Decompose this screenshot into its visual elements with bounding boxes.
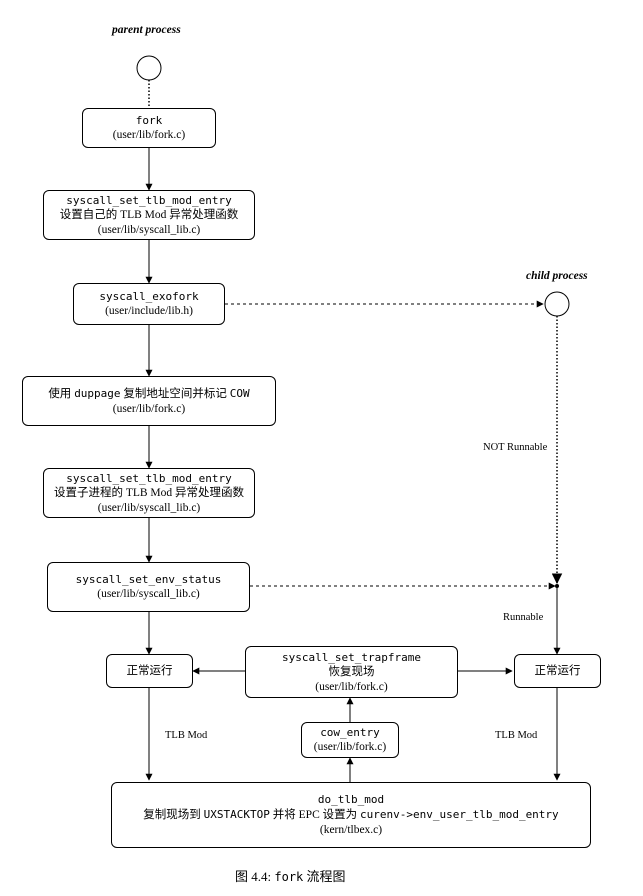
cow-entry-name: cow_entry [320,726,380,739]
duppage-desc-cow: COW [229,386,250,400]
duppage-box: 使用 duppage 复制地址空间并标记 COW (user/lib/fork.… [22,376,276,426]
do-tlb-mod-desc-uxstacktop: UXSTACKTOP [203,808,270,821]
tlb-mod-right-label: TLB Mod [495,730,538,741]
exofork-box: syscall_exofork (user/include/lib.h) [73,283,225,325]
do-tlb-mod-box: do_tlb_mod 复制现场到 UXSTACKTOP 并将 EPC 设置为 c… [111,782,591,848]
tlb-mod-left-label: TLB Mod [165,730,208,741]
run-left-box: 正常运行 [106,654,193,688]
run-left-label: 正常运行 [126,664,173,677]
set-tlb-child-box: syscall_set_tlb_mod_entry 设置子进程的 TLB Mod… [43,468,255,518]
caption-code: fork [274,870,304,884]
do-tlb-mod-desc-a: 复制现场到 [143,809,204,821]
run-right-box: 正常运行 [514,654,601,688]
trapframe-box: syscall_set_trapframe 恢复现场 (user/lib/for… [245,646,458,698]
fork-path: (user/lib/fork.c) [112,129,186,141]
exofork-name: syscall_exofork [99,290,199,303]
not-runnable-label: NOT Runnable [483,442,548,453]
set-tlb-parent-box: syscall_set_tlb_mod_entry 设置自己的 TLB Mod … [43,190,255,240]
fork-name: fork [135,114,163,127]
cow-entry-path: (user/lib/fork.c) [313,741,387,753]
duppage-desc-code: duppage [74,386,121,400]
set-tlb-child-path: (user/lib/syscall_lib.c) [97,501,201,514]
child-start-node [544,291,570,317]
trapframe-desc: 恢复现场 [328,665,375,678]
trapframe-path: (user/lib/fork.c) [315,680,388,693]
parent-start-node [136,55,162,81]
child-process-label: child process [526,270,588,282]
set-tlb-parent-desc: 设置自己的 TLB Mod 异常处理函数 [59,208,239,221]
duppage-desc: 使用 duppage 复制地址空间并标记 COW [48,386,249,402]
duppage-path: (user/lib/fork.c) [112,402,186,415]
exofork-path: (user/include/lib.h) [105,305,193,317]
cow-entry-box: cow_entry (user/lib/fork.c) [301,722,399,758]
run-right-label: 正常运行 [534,664,581,677]
caption-suffix: 流程图 [303,869,346,884]
caption-prefix: 图 4.4: [235,869,275,884]
do-tlb-mod-desc-entry: curenv->env_user_tlb_mod_entry [360,808,559,821]
duppage-desc-pre: 使用 [48,387,75,400]
set-tlb-parent-path: (user/lib/syscall_lib.c) [97,223,201,236]
set-tlb-parent-name: syscall_set_tlb_mod_entry [66,193,232,207]
env-status-name: syscall_set_env_status [75,573,222,586]
do-tlb-mod-desc: 复制现场到 UXSTACKTOP 并将 EPC 设置为 curenv->env_… [143,807,558,823]
duppage-desc-mid: 复制地址空间并标记 [120,387,230,400]
set-tlb-child-name: syscall_set_tlb_mod_entry [66,471,232,485]
runnable-label: Runnable [503,612,544,623]
do-tlb-mod-desc-c: 并将 EPC 设置为 [269,809,360,821]
parent-process-label: parent process [112,24,181,36]
env-status-box: syscall_set_env_status (user/lib/syscall… [47,562,250,612]
do-tlb-mod-name: do_tlb_mod [317,793,385,806]
trapframe-name: syscall_set_trapframe [281,650,422,664]
do-tlb-mod-path: (kern/tlbex.c) [319,824,383,836]
set-tlb-child-desc: 设置子进程的 TLB Mod 异常处理函数 [53,486,245,499]
env-status-path: (user/lib/syscall_lib.c) [97,588,200,600]
fork-box: fork (user/lib/fork.c) [82,108,216,148]
figure-caption: 图 4.4: fork 流程图 [235,866,346,885]
